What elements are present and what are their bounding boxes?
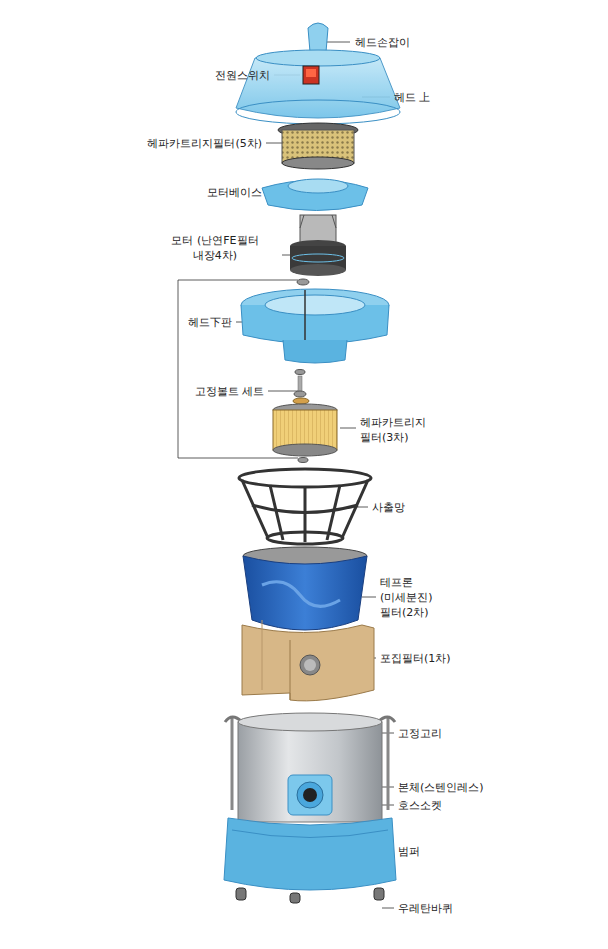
part-label: 전원스위치	[215, 68, 270, 83]
part-label: 범퍼	[398, 844, 420, 859]
part-label: 헤파카트리지필터(5차)	[147, 136, 262, 151]
part-label: 고정고리	[398, 726, 442, 741]
part-label: 고정볼트 세트	[195, 384, 265, 399]
part-label: 사출망	[372, 500, 405, 515]
part-label: 헤드下판	[188, 315, 232, 330]
part-label: 모터베이스	[207, 185, 262, 200]
part-label: 본체(스텐인레스)	[398, 780, 484, 795]
part-label: 헤드 上	[394, 90, 431, 105]
part-label: 헤드손잡이	[355, 35, 410, 50]
part-label: 우레탄바퀴	[398, 901, 453, 916]
part-label: 호스소켓	[398, 798, 442, 813]
part-label: 모터 (난연FE필터 내장4차)	[149, 233, 281, 263]
part-label: 포집필터(1차)	[380, 651, 451, 666]
part-label: 테프론(미세분진) 필터(2차)	[380, 575, 433, 620]
part-label: 헤파카트리지 필터(3차)	[360, 415, 426, 445]
